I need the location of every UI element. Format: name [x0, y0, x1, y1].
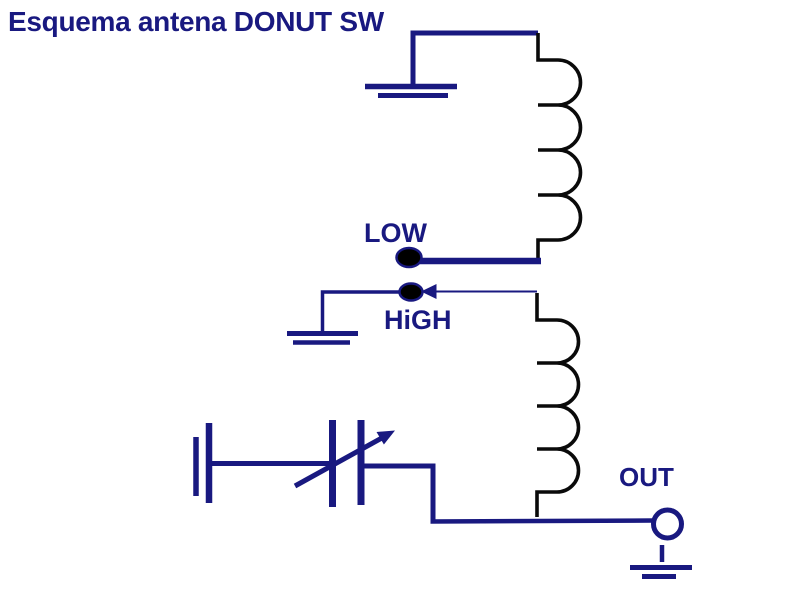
low-tap-dot: [395, 246, 423, 269]
low-tap-label: LOW: [364, 218, 427, 248]
secondary-coil-inductor: [535, 293, 581, 517]
high-tap: [287, 282, 537, 345]
coil-winding: [536, 33, 583, 262]
variable-arrow-shaft: [293, 436, 383, 489]
output-wire: [430, 518, 654, 524]
arrowhead-up-right-icon: [376, 430, 395, 445]
capacitor-ground-symbol: [193, 423, 213, 503]
main-coil-inductor: [536, 33, 583, 262]
high-tap-label: HiGH: [384, 305, 452, 335]
top-wire: [410, 30, 538, 84]
top-ground-symbol: [365, 30, 538, 98]
output-terminal: [630, 507, 692, 579]
variable-capacitor: [212, 420, 436, 522]
low-tap: [395, 246, 541, 269]
coil-winding: [535, 293, 581, 517]
capacitor-right-wire: [364, 463, 436, 522]
high-tap-dot: [398, 282, 424, 302]
output-label: OUT: [619, 462, 674, 492]
arrowhead-left-icon: [421, 284, 437, 299]
high-tap-ground-wire: [320, 290, 400, 331]
terminal-circle-icon: [651, 507, 684, 541]
page-title: Esquema antena DONUT SW: [8, 6, 384, 37]
